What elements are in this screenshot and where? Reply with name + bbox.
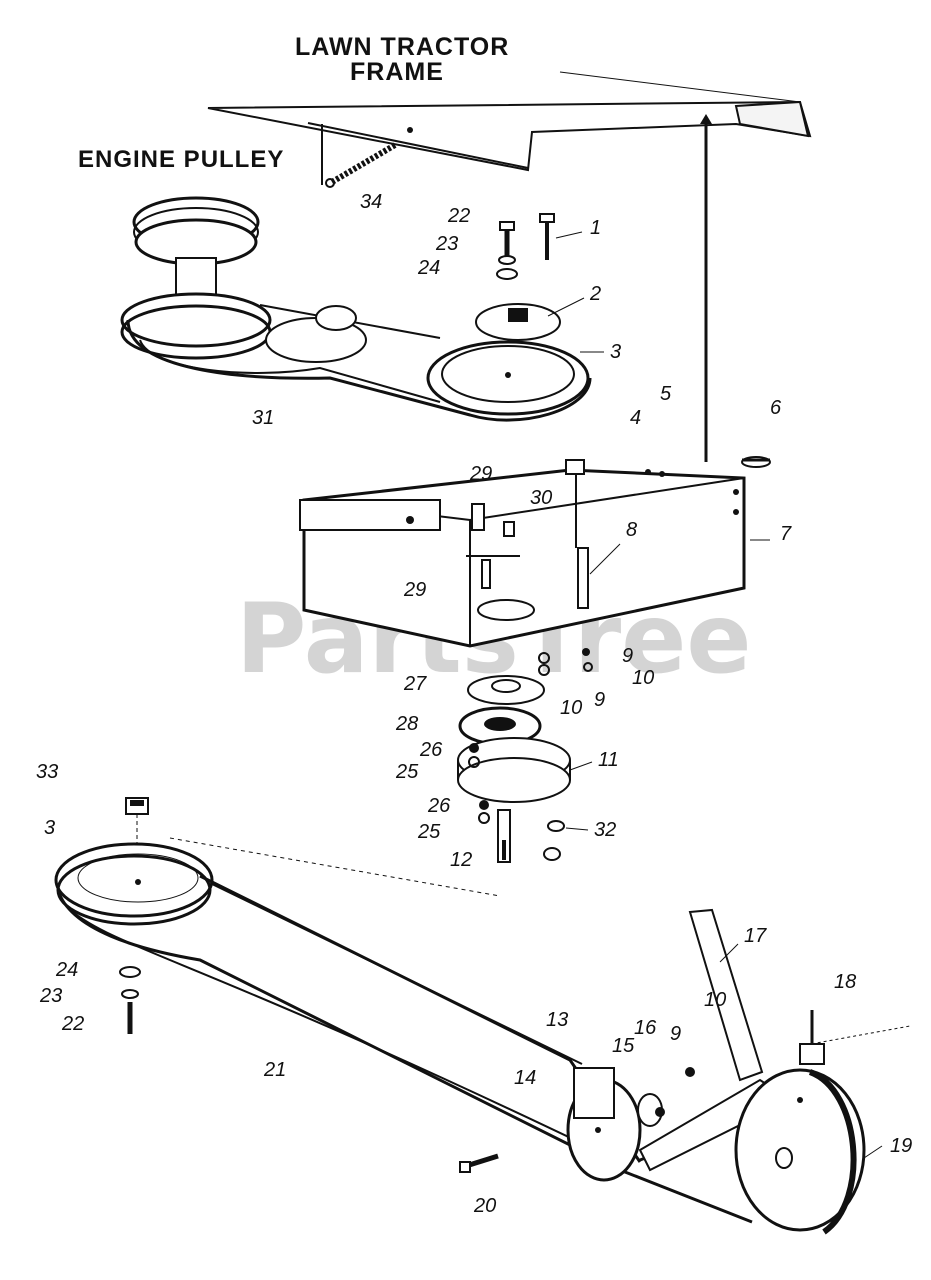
callout-2: 2 [589,283,601,305]
washers-9-10 [538,648,593,676]
callout-6: 6 [770,397,782,419]
callout-13: 13 [546,1009,568,1031]
bolt-20 [459,1153,499,1173]
callout-22-lower: 22 [61,1013,84,1035]
bracket-pulley [477,599,535,621]
nut-33 [125,797,149,815]
callout-22: 22 [447,205,470,227]
bearing-27 [467,675,545,705]
lower-belt-21 [56,874,753,1224]
callout-7: 7 [780,523,792,545]
callout-24: 24 [417,257,440,279]
drive-pulley-3-upper [426,340,590,416]
callout-11: 11 [598,749,619,771]
callout-8: 8 [626,519,637,541]
callout-12: 12 [450,849,472,871]
callout-33: 33 [36,761,58,783]
callout-labels: 34 22 1 23 24 2 3 31 4 5 6 29 30 8 7 29 … [36,191,912,1217]
callout-28: 28 [395,713,418,735]
callout-17: 17 [744,925,767,947]
callout-9-c: 9 [670,1023,681,1045]
callout-5: 5 [660,383,672,405]
washer-lower [685,1067,695,1077]
washers-25-26 [468,743,490,824]
callout-29-upper: 29 [469,463,492,485]
callout-18: 18 [834,971,856,993]
leader-lines [547,231,883,1159]
frame-heading-line2: FRAME [350,58,444,86]
callout-9-a: 9 [622,645,633,667]
spring-34 [325,142,397,188]
callout-32: 32 [594,819,616,841]
callout-19: 19 [890,1135,912,1157]
shaft-12 [497,809,511,863]
callout-25-a: 25 [395,761,419,783]
upper-belt-31 [126,304,592,422]
pulley-11 [457,737,571,803]
callout-23: 23 [435,233,458,255]
mounting-bracket-7 [299,468,746,648]
callout-30: 30 [530,487,552,509]
callout-1: 1 [590,217,601,239]
callout-10-b: 10 [560,697,582,719]
callout-23-lower: 23 [39,985,62,1007]
bolts-29-30 [466,503,520,589]
callout-10-c: 10 [704,989,726,1011]
shaft-8 [565,459,589,609]
idler-assembly [566,1067,665,1182]
callout-20: 20 [473,1195,496,1217]
callout-34: 34 [360,191,382,213]
callout-21: 21 [263,1059,286,1081]
callout-3-lower: 3 [44,817,55,839]
callout-15: 15 [612,1035,635,1057]
drive-pulley-3-lower [54,814,214,926]
callout-10-a: 10 [632,667,654,689]
callout-29-lower: 29 [403,579,426,601]
callout-25-b: 25 [417,821,441,843]
large-pulley-19 [734,1068,866,1235]
callout-26-a: 26 [419,739,443,761]
hardware-6 [741,456,771,468]
callout-16: 16 [634,1017,657,1039]
callout-26-b: 26 [427,795,451,817]
callout-4: 4 [630,407,641,429]
callout-14: 14 [514,1067,536,1089]
idler-pulley-2 [475,303,561,341]
callout-9-b: 9 [594,689,605,711]
callout-31: 31 [252,407,274,429]
engine-pulley-heading: ENGINE PULLEY [78,146,284,173]
bolt-18 [799,1010,911,1065]
callout-3-upper: 3 [610,341,621,363]
bolt-stack-upper [496,213,555,280]
tractor-frame [207,71,812,462]
frame-heading-line1: LAWN TRACTOR [295,33,509,61]
callout-24-lower: 24 [55,959,78,981]
bolt-stack-lower [119,966,141,1034]
engine-pulley [120,196,272,360]
key-32 [543,820,565,861]
callout-27: 27 [403,673,427,695]
